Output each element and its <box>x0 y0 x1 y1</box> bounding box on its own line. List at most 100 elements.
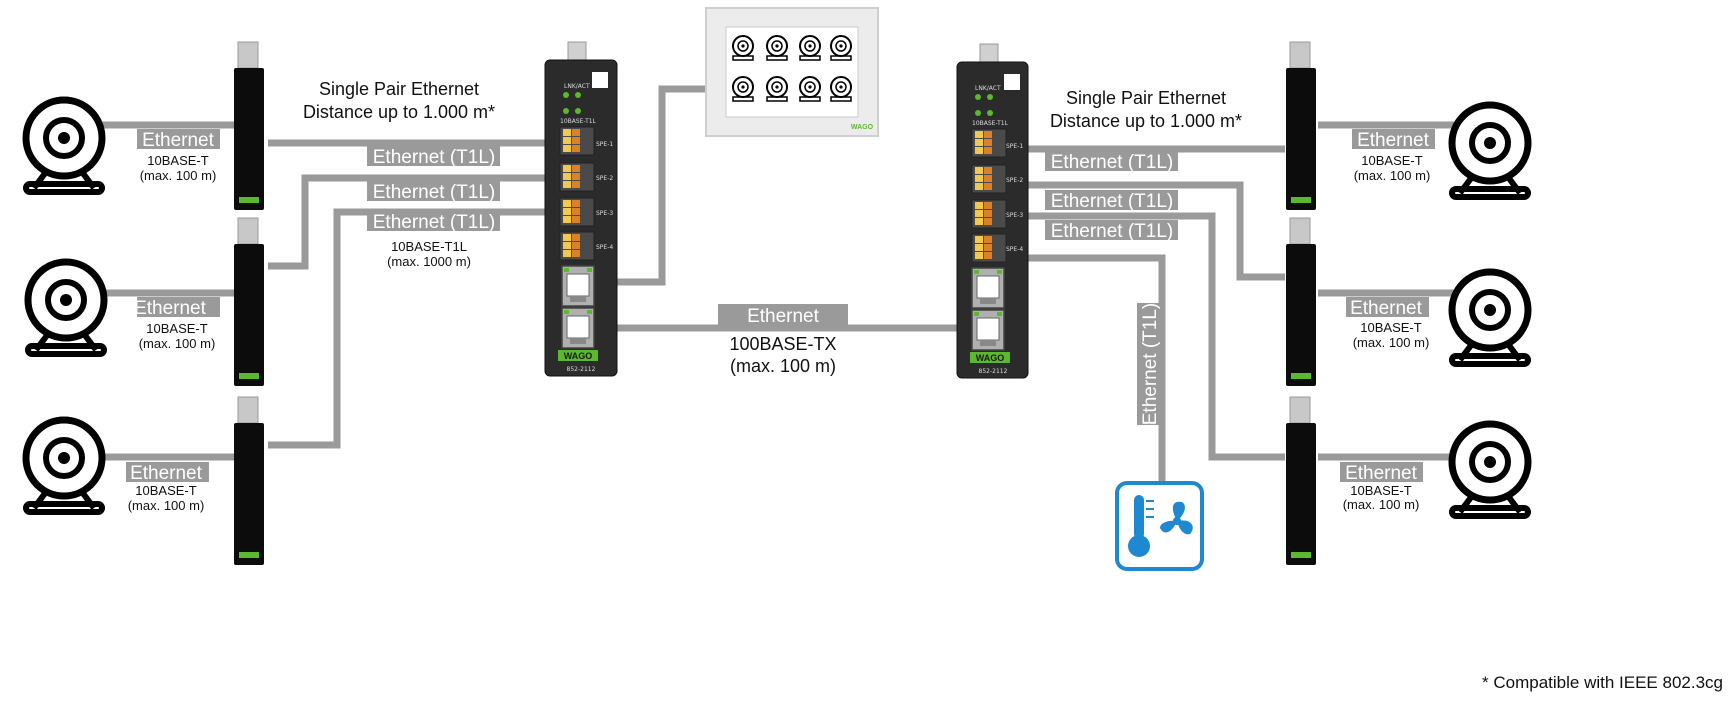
distance-label: (max. 1000 m) <box>387 254 471 269</box>
distance-label: (max. 100 m) <box>1353 335 1430 350</box>
tag-ethernet: Ethernet <box>1340 462 1423 484</box>
svg-text:Ethernet (T1L): Ethernet (T1L) <box>1140 303 1161 426</box>
spe-title: Single Pair Ethernet <box>319 79 479 99</box>
wire-t1l-left-2 <box>268 174 563 270</box>
media-converter <box>1285 41 1317 211</box>
brand-logo: WAGO <box>564 351 593 361</box>
spe-distance: Distance up to 1.000 m* <box>1050 111 1242 131</box>
camera-icon <box>1452 105 1528 197</box>
spe-port-label: SPE-3 <box>1006 212 1023 219</box>
tag-ethernet: Ethernet <box>137 129 220 151</box>
camera-icon <box>830 76 852 102</box>
svg-text:Ethernet: Ethernet <box>134 298 207 319</box>
camera-icon <box>1452 272 1528 364</box>
media-converter <box>233 217 265 387</box>
tag-ethernet: Ethernet <box>1346 297 1429 319</box>
brand-logo: WAGO <box>851 124 874 131</box>
spe-port-label: SPE-4 <box>596 244 613 251</box>
camera-icon <box>26 100 102 192</box>
standard-label: 10BASE-T1L <box>391 239 467 254</box>
wire-t1l-right-2 <box>995 181 1285 281</box>
tag-ethernet: Ethernet <box>126 462 209 484</box>
distance-label: (max. 100 m) <box>128 498 205 513</box>
spe-distance: Distance up to 1.000 m* <box>303 102 495 122</box>
switch-t1l-label: 10BASE-T1L <box>972 120 1009 127</box>
switch-left: LNK/ACT 10BASE-T1L SPE-1 SPE-2 SPE-3 SPE… <box>544 41 618 377</box>
footnote: * Compatible with IEEE 802.3cg <box>1482 673 1723 692</box>
wire-t1l-right-3 <box>995 212 1285 461</box>
switch-right: LNK/ACT 10BASE-T1L SPE-1 SPE-2 SPE-3 SPE… <box>956 43 1029 379</box>
camera-icon <box>1452 424 1528 516</box>
standard-label: 10BASE-T <box>1360 320 1421 335</box>
rj45-port <box>971 267 1005 309</box>
standard-label: 10BASE-T <box>146 321 207 336</box>
spe-port-label: SPE-2 <box>596 175 613 182</box>
tag-ethernet-t1l: Ethernet (T1L) <box>367 181 500 203</box>
tag-ethernet: Ethernet <box>718 304 848 327</box>
svg-text:Ethernet: Ethernet <box>1357 130 1430 151</box>
distance-label: (max. 100 m) <box>1343 497 1420 512</box>
camera-icon <box>830 35 852 61</box>
media-converter <box>1285 396 1317 566</box>
camera-icon <box>799 35 821 61</box>
wire-sensor <box>995 254 1166 485</box>
distance-label: (max. 100 m) <box>139 336 216 351</box>
tag-ethernet-t1l: Ethernet (T1L) <box>1045 190 1178 212</box>
standard-label: 10BASE-T <box>1350 483 1411 498</box>
camera-icon <box>732 35 754 61</box>
standard-label: 10BASE-T <box>147 153 208 168</box>
brand-logo: WAGO <box>976 353 1005 363</box>
svg-text:Ethernet (T1L): Ethernet (T1L) <box>1051 221 1174 242</box>
svg-text:Ethernet: Ethernet <box>130 463 203 484</box>
svg-text:Ethernet: Ethernet <box>1345 463 1418 484</box>
switch-model-label: 852-2112 <box>979 368 1008 375</box>
rj45-port <box>561 265 595 307</box>
svg-text:Ethernet: Ethernet <box>1350 298 1423 319</box>
spe-port-label: SPE-2 <box>1006 177 1023 184</box>
spe-title: Single Pair Ethernet <box>1066 88 1226 108</box>
sensor-icon <box>1115 481 1204 571</box>
svg-text:Ethernet: Ethernet <box>142 130 215 151</box>
camera-icon <box>28 262 104 354</box>
switch-model-label: 852-2112 <box>567 366 596 373</box>
lnk-act-label: LNK/ACT <box>564 83 590 90</box>
wires <box>93 85 1455 485</box>
svg-text:Ethernet (T1L): Ethernet (T1L) <box>1051 152 1174 173</box>
camera-icon <box>766 35 788 61</box>
switch-t1l-label: 10BASE-T1L <box>560 118 597 125</box>
svg-text:Ethernet (T1L): Ethernet (T1L) <box>373 212 496 233</box>
tag-ethernet-t1l: Ethernet (T1L) <box>367 146 500 168</box>
standard-label: 100BASE-TX <box>729 334 836 354</box>
camera-icon <box>26 420 102 512</box>
media-converter <box>233 41 265 211</box>
camera-icon <box>732 76 754 102</box>
tag-ethernet: Ethernet <box>134 297 220 319</box>
camera-icon <box>766 76 788 102</box>
lnk-act-label: LNK/ACT <box>975 85 1001 92</box>
rj45-port <box>561 307 595 349</box>
svg-text:Ethernet: Ethernet <box>747 306 820 327</box>
tag-ethernet-t1l-vertical: Ethernet (T1L) <box>1137 303 1161 426</box>
spe-port-label: SPE-4 <box>1006 246 1023 253</box>
svg-text:Ethernet (T1L): Ethernet (T1L) <box>373 147 496 168</box>
camera-icon <box>799 76 821 102</box>
media-converter <box>233 396 265 566</box>
spe-port-label: SPE-1 <box>1006 143 1023 150</box>
spe-port-label: SPE-3 <box>596 210 613 217</box>
tag-ethernet: Ethernet <box>1352 129 1435 151</box>
media-converter <box>1285 217 1317 387</box>
tag-ethernet-t1l: Ethernet (T1L) <box>1045 151 1178 173</box>
tag-ethernet-t1l: Ethernet (T1L) <box>367 211 500 233</box>
svg-text:Ethernet (T1L): Ethernet (T1L) <box>373 182 496 203</box>
wire-hmi <box>595 85 706 286</box>
distance-label: (max. 100 m) <box>140 168 217 183</box>
tag-ethernet-t1l: Ethernet (T1L) <box>1045 220 1178 242</box>
distance-label: (max. 100 m) <box>730 356 836 376</box>
standard-label: 10BASE-T <box>1361 153 1422 168</box>
rj45-port <box>971 309 1005 351</box>
hmi-panel: WAGO <box>705 7 879 137</box>
spe-port-label: SPE-1 <box>596 141 613 148</box>
svg-text:Ethernet (T1L): Ethernet (T1L) <box>1051 191 1174 212</box>
distance-label: (max. 100 m) <box>1354 168 1431 183</box>
